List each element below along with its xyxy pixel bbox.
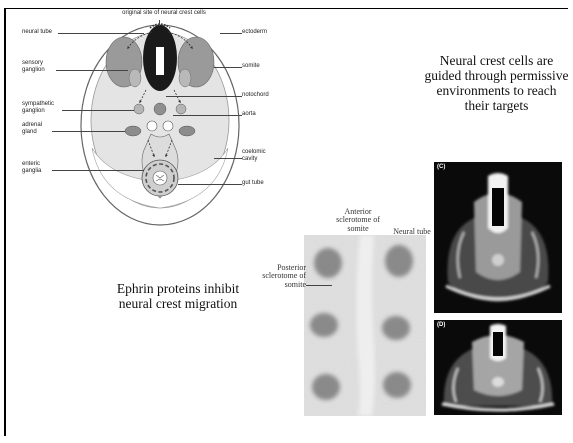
label-somite: somite bbox=[242, 63, 282, 70]
leader-ectoderm bbox=[220, 33, 242, 34]
leader-sensory-ganglion bbox=[56, 70, 128, 71]
leader-aorta bbox=[173, 115, 242, 116]
leader-notochord bbox=[166, 96, 242, 97]
somite-photograph bbox=[304, 235, 426, 416]
label-coelomic-cavity: coelomic cavity bbox=[242, 149, 278, 163]
fluorescence-panel-d bbox=[434, 320, 562, 415]
adrenal-gland-right bbox=[179, 126, 195, 136]
label-panel-c: (C) bbox=[437, 164, 445, 170]
leader-sympathetic-ganglion bbox=[62, 110, 134, 111]
label-posterior-sclerotome: Posterior sclerotome of somite bbox=[256, 264, 306, 289]
label-ectoderm: ectoderm bbox=[242, 29, 292, 36]
sensory-ganglion-left bbox=[129, 69, 141, 87]
fluorescence-panel-c bbox=[434, 162, 562, 313]
aorta-left bbox=[147, 121, 157, 131]
aorta-right bbox=[163, 121, 173, 131]
embryo-cross-section-diagram bbox=[0, 0, 300, 240]
guided-migration-text: Neural crest cells are guided through pe… bbox=[424, 54, 569, 113]
label-gut-tube: gut tube bbox=[242, 180, 282, 187]
ephrin-inhibition-text: Ephrin proteins inhibit neural crest mig… bbox=[108, 282, 248, 312]
leader-coelomic-cavity bbox=[214, 158, 242, 159]
label-photo-neural-tube: Neural tube bbox=[387, 228, 437, 236]
sensory-ganglion-right bbox=[179, 69, 191, 87]
label-original-site: original site of neural crest cells bbox=[112, 10, 216, 17]
label-aorta: aorta bbox=[242, 111, 282, 118]
label-notochord: notochord bbox=[242, 92, 292, 99]
label-panel-d: (D) bbox=[437, 322, 445, 328]
label-sympathetic-ganglion: sympathetic ganglion bbox=[22, 101, 62, 115]
leader-gut-tube bbox=[178, 184, 242, 185]
leader-original-site bbox=[159, 20, 161, 26]
leader-posterior-sclerotome bbox=[306, 285, 332, 286]
leader-enteric-ganglia bbox=[52, 170, 144, 171]
sympathetic-ganglion-left bbox=[134, 104, 144, 114]
leader-somite bbox=[214, 67, 242, 68]
neural-tube-lumen bbox=[156, 47, 164, 75]
label-adrenal-gland: adrenal gland bbox=[22, 122, 52, 136]
notochord-shape bbox=[154, 103, 166, 115]
leader-adrenal-gland bbox=[52, 131, 125, 132]
leader-neural-tube bbox=[58, 33, 144, 34]
sympathetic-ganglion-right bbox=[176, 104, 186, 114]
adrenal-gland-left bbox=[125, 126, 141, 136]
label-sensory-ganglion: sensory ganglion bbox=[22, 60, 56, 74]
label-anterior-sclerotome: Anterior sclerotome of somite bbox=[330, 208, 386, 233]
label-enteric-ganglia: enteric ganglia bbox=[22, 161, 52, 175]
